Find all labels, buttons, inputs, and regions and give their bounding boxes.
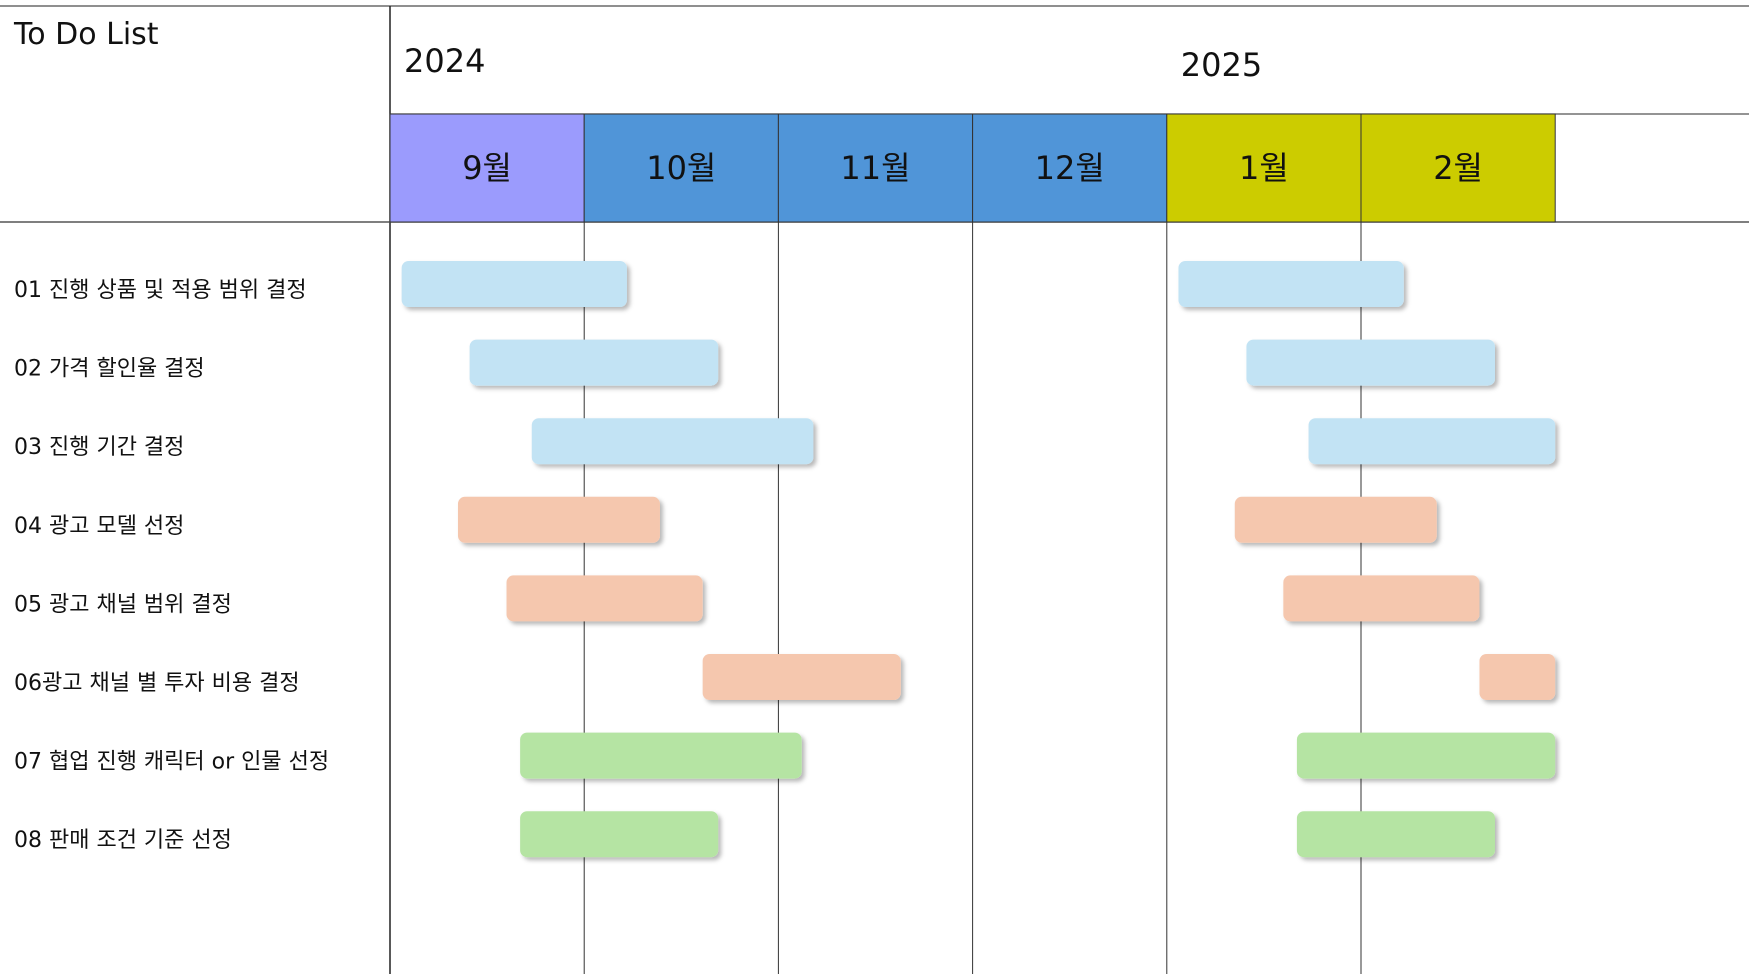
task-label: 07 협업 진행 캐릭터 or 인물 선정 [14,750,329,775]
task-bar-6-2 [1479,654,1556,700]
task-label: 08 판매 조건 기준 선정 [14,828,232,853]
month-cell-4 [972,113,1168,223]
page-title: To Do List [13,17,159,52]
year-labels: 2024 2025 [404,42,1262,84]
task-bars [401,261,1556,858]
task-label: 04 광고 모델 선정 [14,514,184,539]
month-label: 10월 [646,149,716,187]
task-bar-3-2 [1308,418,1556,465]
month-cell-6 [1360,113,1556,223]
month-cell-5 [1166,113,1362,223]
task-bar-1-1 [401,261,627,307]
year-label-2024: 2024 [404,42,485,80]
task-bar-1-2 [1178,261,1404,307]
year-label-2025: 2025 [1181,46,1262,84]
month-label: 9월 [462,149,512,187]
task-bar-2-2 [1246,339,1495,386]
task-bar-2-1 [469,339,719,386]
task-bar-7-1 [520,732,802,779]
month-label: 11월 [840,149,910,187]
task-label: 01 진행 상품 및 적용 범위 결정 [14,278,307,303]
task-bar-4-2 [1234,496,1437,543]
task-bar-8-2 [1296,811,1495,858]
task-label: 03 진행 기간 결정 [14,435,184,460]
task-label: 06광고 채널 별 투자 비용 결정 [14,671,300,696]
task-bar-8-1 [520,811,719,858]
task-label: 05 광고 채널 범위 결정 [14,592,232,617]
task-label: 02 가격 할인율 결정 [14,357,205,382]
task-bar-6-1 [702,654,901,700]
month-cell-3 [777,113,974,223]
month-cell-1 [389,113,585,223]
month-cell-2 [583,113,779,223]
task-labels: 01 진행 상품 및 적용 범위 결정 02 가격 할인율 결정 03 진행 기간 … [14,278,329,853]
month-label: 12월 [1035,149,1105,187]
task-bar-5-1 [506,575,703,622]
task-bar-5-2 [1283,575,1480,622]
month-header-row: 9월 10월 11월 12월 1월 2월 [389,113,1556,223]
month-label: 1월 [1239,149,1289,187]
month-label: 2월 [1433,149,1483,187]
task-bar-3-1 [531,418,814,465]
task-bar-4-1 [457,496,660,543]
task-bar-7-2 [1296,732,1556,779]
